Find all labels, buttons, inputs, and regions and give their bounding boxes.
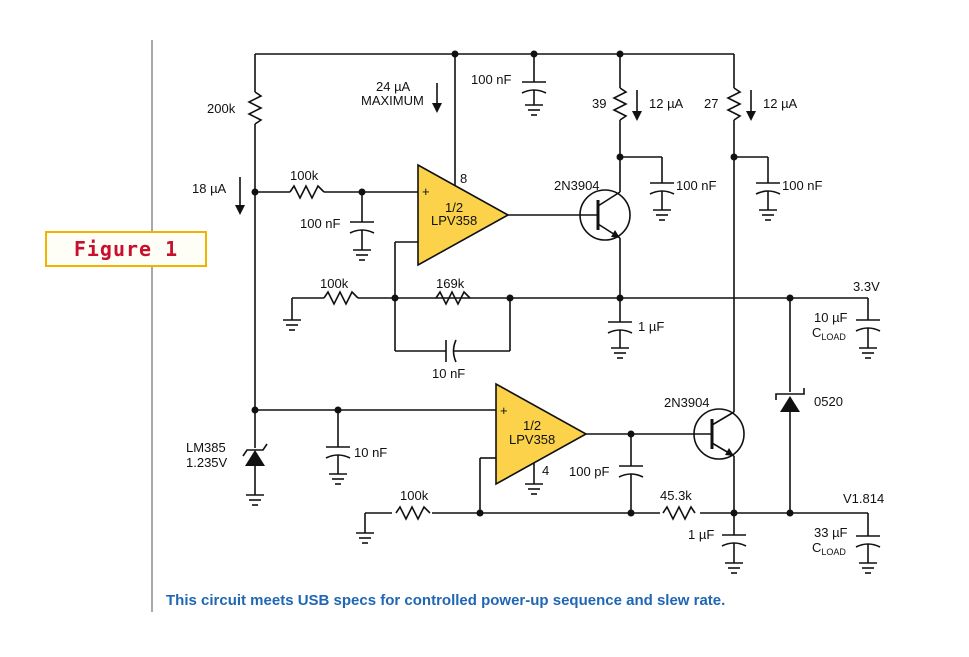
junction-dot — [627, 509, 635, 517]
label-cload2-value: 33 µF — [814, 525, 848, 540]
label-cload1-name: CLOAD — [812, 325, 846, 342]
label-169k: 169k — [436, 276, 465, 291]
label-200k: 200k — [207, 101, 236, 116]
label-12ua-right: 12 µA — [763, 96, 798, 111]
label-100k-input: 100k — [290, 168, 319, 183]
reference-diode-lm385 — [245, 450, 265, 466]
label-100k-bottom: 100k — [400, 488, 429, 503]
opamp-2 — [495, 382, 588, 486]
opamp2-part: LPV358 — [509, 432, 555, 447]
label-1uf-v1814: 1 µF — [688, 527, 714, 542]
label-18ua: 18 µA — [192, 181, 227, 196]
label-cload2-name: CLOAD — [812, 540, 846, 557]
transistor-q1 — [579, 189, 631, 241]
junction-dot — [786, 509, 794, 517]
label-v1814-output: V1.814 — [843, 491, 884, 506]
label-cload1-value: 10 µF — [814, 310, 848, 325]
label-45k3: 45.3k — [660, 488, 692, 503]
label-1uf-3v3: 1 µF — [638, 319, 664, 334]
page-divider — [151, 40, 153, 612]
resistor-169k — [435, 290, 471, 306]
opamp2-plus: + — [500, 403, 508, 418]
label-100pf: 100 pF — [569, 464, 610, 479]
label-lm385-voltage: 1.235V — [186, 455, 228, 470]
label-100nf-q2: 100 nF — [782, 178, 823, 193]
label-diode-0520: 0520 — [814, 394, 843, 409]
label-12ua-left: 12 µA — [649, 96, 684, 111]
resistor-100k-bottom — [395, 505, 431, 521]
label-27: 27 — [704, 96, 718, 111]
label-q2: 2N3904 — [664, 395, 710, 410]
resistor-27 — [726, 87, 742, 121]
label-39: 39 — [592, 96, 606, 111]
label-100nf-input: 100 nF — [300, 216, 341, 231]
label-10nf-reference: 10 nF — [354, 445, 387, 460]
label-lm385: LM385 — [186, 440, 226, 455]
label-3v3-output: 3.3V — [853, 279, 880, 294]
resistor-100k-feedback — [323, 290, 359, 306]
label-100nf-q1: 100 nF — [676, 178, 717, 193]
label-10nf-feedback: 10 nF — [432, 366, 465, 381]
transistor-q2 — [693, 408, 745, 460]
label-100nf-rail: 100 nF — [471, 72, 512, 87]
resistor-100k-input — [289, 184, 325, 200]
label-24ua: 24 µA — [376, 79, 411, 94]
opamp-1 — [417, 163, 510, 267]
label-q1: 2N3904 — [554, 178, 600, 193]
junction-dot — [476, 509, 484, 517]
label-100k-feedback: 100k — [320, 276, 349, 291]
resistor-200k — [247, 91, 263, 125]
opamp1-half: 1/2 — [445, 200, 463, 215]
resistor-45k3 — [662, 505, 696, 521]
figure-label: Figure 1 — [45, 231, 207, 267]
pin-4-label: 4 — [542, 463, 549, 478]
opamp1-plus: + — [422, 184, 430, 199]
label-maximum: MAXIMUM — [361, 93, 424, 108]
opamp1-part: LPV358 — [431, 213, 477, 228]
figure-caption: This circuit meets USB specs for control… — [166, 592, 726, 609]
diode-0520 — [780, 396, 800, 412]
opamp2-half: 1/2 — [523, 418, 541, 433]
resistor-39 — [612, 87, 628, 121]
label-cload1-sub: LOAD — [821, 332, 846, 342]
label-cload2-sub: LOAD — [821, 547, 846, 557]
pin-8-label: 8 — [460, 171, 467, 186]
